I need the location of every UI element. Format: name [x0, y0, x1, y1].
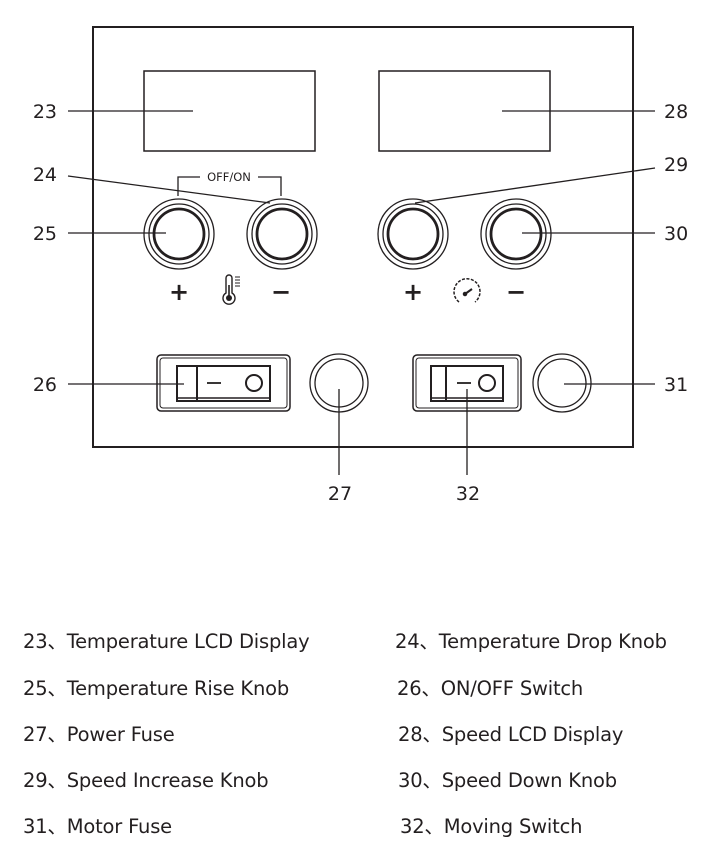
- speed-plus-label: +: [403, 278, 423, 306]
- legend-num: 32: [400, 815, 425, 838]
- legend-sep: 、: [422, 769, 442, 792]
- temperature-rise-knob[interactable]: [143, 198, 215, 270]
- legend-num: 27: [23, 723, 48, 746]
- legend-item-25: 25、Temperature Rise Knob: [23, 672, 289, 701]
- legend-label: Speed Down Knob: [441, 769, 617, 792]
- legend-sep: 、: [422, 723, 442, 746]
- legend-sep: 、: [47, 815, 67, 838]
- leader-lines: [67, 110, 656, 475]
- legend-label: Speed Increase Knob: [66, 769, 269, 792]
- legend-num: 29: [23, 769, 48, 792]
- legend-label: Power Fuse: [66, 723, 175, 746]
- legend-num: 25: [23, 677, 48, 700]
- on-off-switch[interactable]: [156, 354, 291, 412]
- legend-sep: 、: [47, 769, 67, 792]
- legend-item-28: 28、Speed LCD Display: [398, 718, 623, 747]
- callout-32: 32: [456, 483, 480, 505]
- speedometer-icon: [453, 278, 481, 303]
- callout-25: 25: [33, 223, 57, 245]
- motor-fuse[interactable]: [532, 353, 592, 413]
- legend-num: 30: [398, 769, 423, 792]
- legend-sep: 、: [419, 630, 439, 653]
- legend-num: 28: [398, 723, 423, 746]
- legend-sep: 、: [47, 723, 67, 746]
- legend-label: Speed LCD Display: [441, 723, 624, 746]
- legend-num: 23: [23, 630, 48, 653]
- legend-num: 31: [23, 815, 48, 838]
- legend-label: Temperature Rise Knob: [66, 677, 290, 700]
- speed-increase-knob[interactable]: [377, 198, 449, 270]
- legend-item-23: 23、Temperature LCD Display: [23, 625, 310, 654]
- legend-item-31: 31、Motor Fuse: [23, 810, 172, 839]
- legend-item-24: 24、Temperature Drop Knob: [395, 625, 667, 654]
- legend-label: Temperature LCD Display: [66, 630, 310, 653]
- legend-item-26: 26、ON/OFF Switch: [397, 672, 583, 701]
- legend-item-32: 32、Moving Switch: [400, 810, 582, 839]
- panel-outline: [92, 26, 634, 448]
- legend-label: Temperature Drop Knob: [438, 630, 667, 653]
- legend-item-30: 30、Speed Down Knob: [398, 764, 617, 793]
- legend-label: ON/OFF Switch: [440, 677, 584, 700]
- legend-sep: 、: [47, 677, 67, 700]
- legend-sep: 、: [47, 630, 67, 653]
- thermometer-icon: [222, 274, 240, 305]
- callout-24: 24: [33, 164, 57, 186]
- legend-label: Moving Switch: [443, 815, 583, 838]
- temp-minus-label: −: [271, 278, 291, 306]
- callout-30: 30: [664, 223, 688, 245]
- speed-down-knob[interactable]: [480, 198, 552, 270]
- legend-item-29: 29、Speed Increase Knob: [23, 764, 269, 793]
- callout-27: 27: [328, 483, 352, 505]
- callout-29: 29: [664, 154, 688, 176]
- legend-item-27: 27、Power Fuse: [23, 718, 175, 747]
- legend-num: 26: [397, 677, 422, 700]
- off-on-label: OFF/ON: [207, 170, 251, 184]
- callout-26: 26: [33, 374, 57, 396]
- speed-minus-label: −: [506, 278, 526, 306]
- callout-28: 28: [664, 101, 688, 123]
- legend-sep: 、: [424, 815, 444, 838]
- legend-sep: 、: [421, 677, 441, 700]
- callout-23: 23: [33, 101, 57, 123]
- temp-plus-label: +: [169, 278, 189, 306]
- temperature-drop-knob[interactable]: [246, 198, 318, 270]
- leader-24: [67, 175, 271, 204]
- leader-29: [414, 167, 656, 204]
- callout-31: 31: [664, 374, 688, 396]
- off-on-bracket: OFF/ON: [177, 170, 282, 196]
- legend-label: Motor Fuse: [66, 815, 172, 838]
- legend-num: 24: [395, 630, 420, 653]
